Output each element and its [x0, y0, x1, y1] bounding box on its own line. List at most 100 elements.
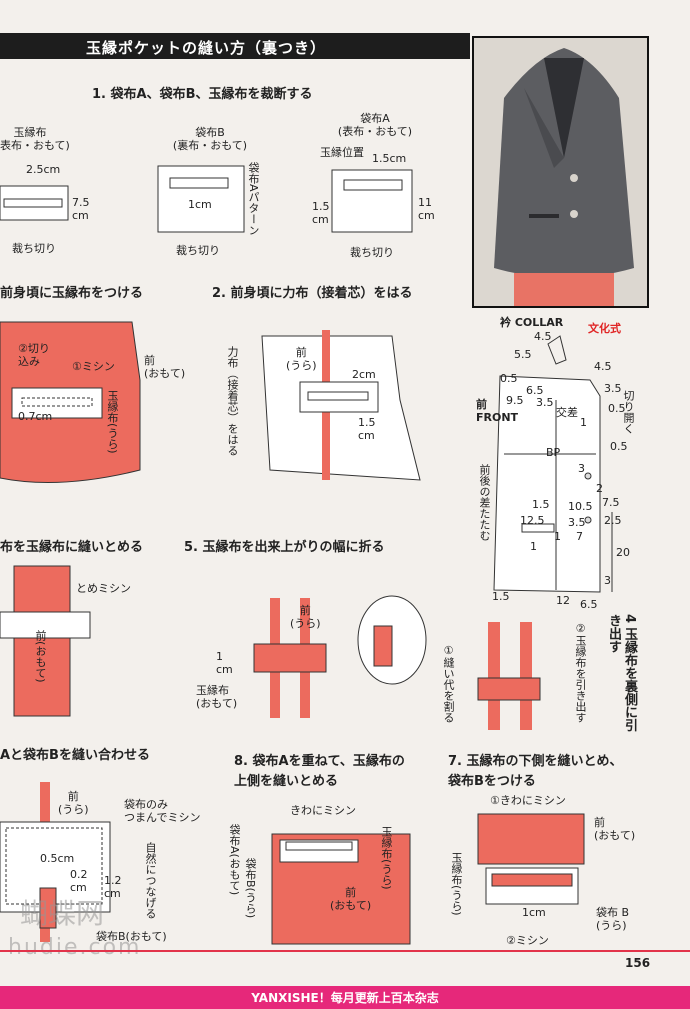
pattern-a1: 切り開く	[622, 390, 635, 434]
step8-title: 8. 袋布Aを重ねて、玉縁布の 上側を縫いとめる	[234, 754, 405, 789]
step1-piece1-h: 7.5 cm	[72, 196, 90, 222]
pattern-v19: 7	[576, 530, 583, 543]
step-sew-title: 布を玉縁布に縫いとめる	[0, 540, 144, 555]
pattern-v27: 1	[580, 416, 587, 429]
step1-piece2-cut: 裁ち切り	[176, 244, 220, 257]
footer-bar	[0, 986, 690, 1009]
step-front-a2: ①ミシン	[72, 360, 115, 373]
page-number: 156	[625, 956, 651, 970]
step8-a2: 袋布A(おもて)	[228, 824, 241, 896]
step5-a2: 1 cm	[216, 650, 233, 676]
step8-a3: 袋布B(うら)	[244, 858, 257, 919]
pattern-draft	[493, 335, 613, 593]
step1-piece2-label: 袋布B (裏布・おもて)	[172, 126, 248, 152]
pattern-v22: 1.5	[492, 590, 510, 603]
pattern-a2: 前後の差たたむ	[478, 464, 491, 541]
step2-a4: 1.5 cm	[358, 416, 376, 442]
step4-title: 4 玉縁布を裏側に引き出す	[606, 614, 637, 732]
pattern-v4: 0.5	[500, 372, 518, 385]
step7-a6: ②ミシン	[506, 934, 549, 947]
step7-a4: 1cm	[522, 906, 546, 919]
pattern-v18: 1	[554, 530, 561, 543]
step1-piece3-w: 1.5cm	[372, 152, 407, 165]
step7-a3: 玉縁布(うら)	[450, 852, 463, 916]
piece-fukurob	[157, 165, 245, 233]
step-front-a3: 前 (おもて)	[144, 354, 186, 380]
step8-a5: 前 (おもて)	[330, 886, 372, 912]
step1-piece2-side: 袋布Aパターン	[247, 162, 260, 236]
step2-a1: 力布（接着芯）をはる	[226, 346, 239, 456]
page-title: 玉縁ポケットの縫い方（裏つき）	[86, 39, 327, 57]
step1-piece3-h1: 1.5 cm	[312, 200, 330, 226]
step1-piece1-w: 2.5cm	[26, 163, 61, 176]
pattern-v14: 10.5	[568, 500, 593, 513]
pattern-v5: 3.5	[604, 382, 622, 395]
step-join-a3: 0.5cm	[40, 852, 75, 865]
pattern-v28: 0.5	[608, 402, 626, 415]
jacket-photo	[472, 36, 649, 308]
step-front-a4: 玉縁布(うら)	[106, 390, 119, 454]
step7-a5: 袋布 B (うら)	[596, 906, 630, 932]
pattern-v8: 3.5	[536, 396, 554, 409]
step1-piece1-label: 玉縁布 表布・おもて)	[0, 126, 70, 152]
pattern-a3: 交差	[556, 406, 578, 419]
step8-a1: きわにミシン	[290, 804, 356, 817]
pattern-v17: 3.5	[568, 516, 586, 529]
pattern-v10: BP	[546, 446, 561, 459]
step1-piece3-cut: 裁ち切り	[350, 246, 394, 259]
step-sew-a1: とめミシン	[76, 582, 131, 595]
step1-piece1-cut: 裁ち切り	[12, 242, 56, 255]
piece-tamabuchi	[0, 185, 69, 221]
step-sew-a2: 前(おもて)	[34, 630, 47, 683]
pattern-v2: 5.5	[514, 348, 532, 361]
step-front-title: 前身頃に玉縁布をつける	[0, 286, 144, 301]
pattern-v12: 2	[596, 482, 603, 495]
step1-title: 1. 袋布A、袋布B、玉縁布を裁断する	[92, 87, 313, 102]
pattern-v21: 20	[616, 546, 630, 559]
step5-a3: 玉縁布 (おもて)	[196, 684, 238, 710]
watermark-text: 蝴蝶网	[20, 897, 105, 930]
pattern-v3: 4.5	[594, 360, 612, 373]
step8-a4: 玉縁布(うら)	[380, 826, 393, 890]
step5-a1: 前 (うら)	[290, 604, 321, 630]
step-join-title: Aと袋布Bを縫い合わせる	[0, 748, 150, 763]
pattern-v13: 7.5	[602, 496, 620, 509]
pattern-bunka: 文化式	[588, 322, 621, 335]
step5-title: 5. 玉縁布を出来上がりの幅に折る	[184, 540, 385, 555]
step-join-a4: 0.2 cm	[70, 868, 88, 894]
step7-a2: 前 (おもて)	[594, 816, 636, 842]
pattern-v9: 0.5	[610, 440, 628, 453]
step1-piece2-dim: 1cm	[188, 198, 212, 211]
step1-piece3-label: 袋布A (表布・おもて)	[337, 112, 413, 138]
pattern-collar: 衿 COLLAR	[500, 316, 564, 329]
header-bar	[0, 33, 470, 59]
pattern-v20: 2.5	[604, 514, 622, 527]
step7-a1: ①きわにミシン	[490, 794, 566, 807]
pattern-v11: 3	[578, 462, 585, 475]
watermark-url: hudie.com	[8, 935, 142, 960]
step-join-a7: 袋布B(おもて)	[96, 930, 167, 943]
step4-a2: ②玉縁布を引き出す	[574, 622, 587, 723]
pattern-v6: 9.5	[506, 394, 524, 407]
step2-title: 2. 前身頃に力布（接着芯）をはる	[212, 286, 413, 301]
step1-piece3-pos: 玉縁位置	[320, 146, 364, 159]
pattern-v15: 1.5	[532, 498, 550, 511]
footer-brand: YANXISHE！每月更新上百本杂志	[251, 991, 439, 1005]
step4-a1: ①縫い代を割る	[442, 644, 455, 723]
step-join-a2: 袋布のみ つまんでミシン	[124, 798, 201, 824]
pattern-v26: 1	[530, 540, 537, 553]
jacket-illustration	[474, 38, 647, 306]
pattern-v7: 6.5	[526, 384, 544, 397]
step-join-a6: 自然につなげる	[144, 842, 157, 919]
step2-a2: 前 (うら)	[286, 346, 317, 372]
pattern-v24: 6.5	[580, 598, 598, 611]
step-front-a1: ②切り 込み	[18, 342, 50, 368]
pattern-front: 前 FRONT	[476, 398, 519, 424]
piece-fukuroa	[331, 169, 413, 233]
step-join-a5: 1.2 cm	[104, 874, 122, 900]
step2-a3: 2cm	[352, 368, 376, 381]
step-join-a1: 前 (うら)	[58, 790, 89, 816]
step-front-a5: 0.7cm	[18, 410, 53, 423]
footer-line	[0, 950, 690, 952]
